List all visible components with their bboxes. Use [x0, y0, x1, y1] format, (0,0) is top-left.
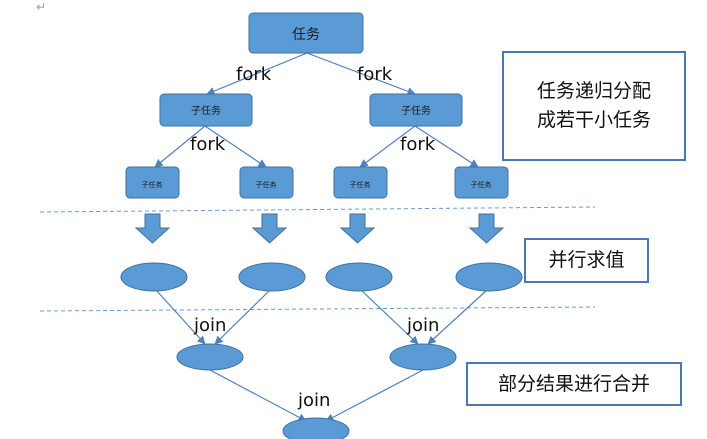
fork-label-left-bottom: fork — [190, 134, 226, 155]
leaf-task-label-3: 子任务 — [350, 180, 371, 189]
divider-line-top — [39, 206, 596, 213]
result-ellipse-3 — [325, 262, 393, 292]
join-label-right: join — [406, 315, 439, 336]
leaf-task-node-3 — [333, 166, 388, 199]
leaf-task-label-2: 子任务 — [256, 180, 277, 189]
merge-ellipse-right — [389, 343, 457, 371]
edge-result-3-to-merge-right — [360, 289, 419, 345]
final-merge-ellipse — [282, 417, 350, 439]
partial-merge-note: 部分结果进行合并 — [466, 362, 682, 406]
edge-root-to-left-subtask — [206, 52, 308, 96]
join-label-bottom: join — [297, 390, 330, 411]
root-task-node — [248, 12, 364, 54]
edge-result-2-to-merge-left — [214, 289, 271, 345]
edge-right-subtask-to-leaf-3 — [359, 125, 416, 168]
divider-line-bottom — [39, 306, 596, 312]
down-arrow-2 — [251, 213, 288, 244]
result-ellipse-2 — [238, 262, 306, 292]
leaf-task-node-4 — [454, 166, 509, 199]
recursive-split-note: 任务递归分配 成若干小任务 — [502, 51, 686, 161]
leaf-task-node-2 — [239, 166, 294, 199]
result-ellipse-1 — [120, 262, 188, 292]
edge-result-4-to-merge-right — [427, 289, 488, 345]
down-arrow-1 — [134, 213, 171, 244]
join-label-left: join — [193, 315, 226, 336]
edge-merge-right-to-final — [325, 369, 424, 422]
edge-left-subtask-to-leaf-2 — [204, 125, 267, 168]
recursive-split-note-line-1: 任务递归分配 — [536, 80, 651, 102]
parallel-compute-note: 并行求值 — [524, 238, 649, 283]
down-arrow-4 — [468, 213, 505, 244]
result-ellipse-4 — [455, 262, 523, 292]
leaf-task-node-1 — [125, 166, 180, 199]
root-task-label: 任务 — [292, 27, 320, 43]
edge-result-1-to-merge-left — [155, 289, 206, 345]
recursive-split-note-line-2: 成若干小任务 — [536, 109, 651, 131]
leaf-task-label-1: 子任务 — [142, 180, 163, 189]
fork-label-right-top: fork — [357, 64, 393, 85]
edge-merge-left-to-final — [209, 369, 307, 422]
edge-root-to-right-subtask — [306, 52, 416, 96]
subtask-node-right — [369, 93, 463, 127]
fork-label-right-bottom: fork — [400, 134, 436, 155]
fork-label-left-top: fork — [236, 64, 272, 85]
subtask-node-left — [159, 93, 253, 127]
paragraph-mark: ↵ — [36, 0, 47, 14]
subtask-label-right: 子任务 — [401, 104, 431, 117]
subtask-label-left: 子任务 — [191, 104, 221, 117]
edge-right-subtask-to-leaf-4 — [414, 125, 479, 168]
edge-left-subtask-to-leaf-1 — [154, 125, 206, 168]
merge-ellipse-left — [176, 343, 244, 371]
down-arrow-3 — [339, 213, 376, 244]
leaf-task-label-4: 子任务 — [471, 180, 492, 189]
